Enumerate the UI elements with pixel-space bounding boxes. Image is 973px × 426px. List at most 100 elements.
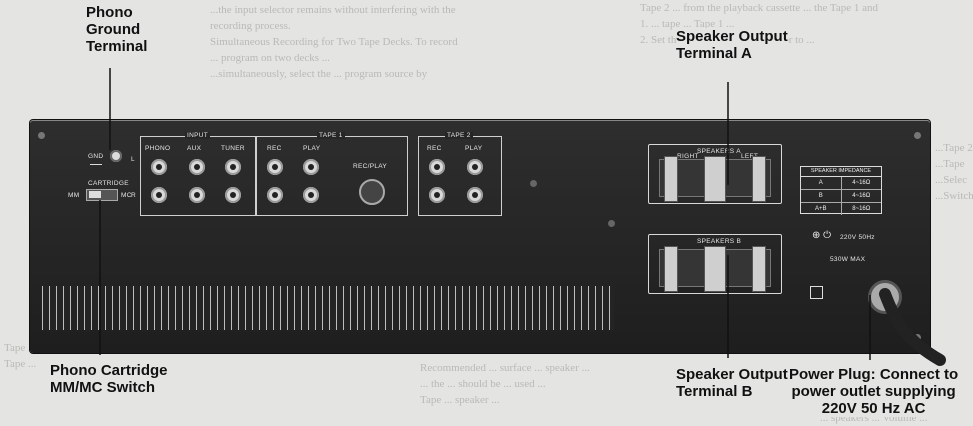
- callout-line: MM/MC Switch: [50, 379, 155, 396]
- ventilation-slots: [42, 286, 614, 330]
- tape2-rec-jack-r[interactable]: [429, 187, 445, 203]
- screw-icon: [608, 220, 615, 227]
- bg-line: ... the ... should be ... used ...: [420, 378, 546, 390]
- bg-line: ...Selec: [935, 174, 968, 186]
- aux-jack-l[interactable]: [189, 159, 205, 175]
- bg-line: Tape ... speaker ...: [420, 394, 500, 406]
- tape1-label: TAPE 1: [317, 132, 345, 139]
- power-cord: [879, 288, 946, 366]
- callout-line: Terminal: [86, 38, 148, 55]
- tape2-rec-jack-l[interactable]: [429, 159, 445, 175]
- cartridge-mm-mc-switch[interactable]: [86, 189, 118, 201]
- callout-line: Power Plug: Connect to: [789, 366, 959, 383]
- callout-line: Speaker Output: [676, 28, 788, 45]
- tape1-rec-jack-l[interactable]: [267, 159, 283, 175]
- speaker-clip[interactable]: [704, 156, 726, 202]
- bg-line: ...simultaneously, select the ... progra…: [210, 68, 428, 80]
- tape1-play-label: PLAY: [303, 145, 321, 152]
- bg-line: ...Switch: [935, 190, 973, 202]
- tape1-rec-jack-r[interactable]: [267, 187, 283, 203]
- tape1-play-jack-l[interactable]: [303, 159, 319, 175]
- bg-line: ...Tape: [935, 158, 965, 170]
- speakers-a-label: SPEAKERS A: [697, 148, 741, 155]
- tape2-jack-group: TAPE 2 REC PLAY: [418, 132, 502, 216]
- bg-line: ...Tape 2: [935, 142, 973, 154]
- impedance-cell: 4~16Ω: [852, 180, 871, 186]
- tape2-play-jack-r[interactable]: [467, 187, 483, 203]
- speaker-terminal-a[interactable]: SPEAKERS A RIGHT LEFT: [648, 144, 782, 204]
- phono-label: PHONO: [145, 145, 171, 152]
- speaker-b-well: [659, 246, 771, 292]
- tape2-label: TAPE 2: [445, 132, 473, 139]
- speaker-clip[interactable]: [752, 246, 766, 292]
- bg-line: Tape ...: [4, 342, 37, 354]
- aux-jack-r[interactable]: [189, 187, 205, 203]
- safety-symbol-icon: ⊕ ⏻: [812, 230, 832, 241]
- bg-line: Simultaneous Recording for Two Tape Deck…: [210, 36, 458, 48]
- impedance-header: SPEAKER IMPEDANCE: [801, 167, 881, 177]
- callout-power-plug: Power Plug: Connect to power outlet supp…: [789, 366, 959, 417]
- tuner-label: TUNER: [221, 145, 245, 152]
- speaker-clip[interactable]: [664, 246, 678, 292]
- input-label: INPUT: [185, 132, 210, 139]
- speaker-clip[interactable]: [664, 156, 678, 202]
- speaker-clip[interactable]: [704, 246, 726, 292]
- callout-speaker-a: Speaker Output Terminal A: [676, 28, 788, 62]
- callout-speaker-b: Speaker Output Terminal B: [676, 366, 788, 400]
- screw-icon: [38, 132, 45, 139]
- speaker-terminal-b[interactable]: SPEAKERS B: [648, 234, 782, 294]
- impedance-cell: 4~16Ω: [852, 193, 871, 199]
- aux-label: AUX: [187, 145, 202, 152]
- background-text-right: ...Tape 2 ...Tape ...Selec ...Switch: [935, 140, 973, 204]
- bg-line: ... program on two decks ...: [210, 52, 331, 64]
- channel-r-label: R: [131, 192, 136, 199]
- speaker-a-left-label: LEFT: [741, 153, 759, 160]
- max-power-label: 530W MAX: [830, 256, 866, 263]
- callout-line: 220V 50 Hz AC: [821, 400, 926, 417]
- bg-line: recording process.: [210, 20, 291, 32]
- ground-terminal[interactable]: [110, 150, 122, 162]
- mc-label: MC: [121, 192, 132, 199]
- background-text-bottom-mid: Recommended ... surface ... speaker ... …: [420, 360, 590, 408]
- power-rating-label: 220V 50Hz: [840, 234, 875, 241]
- callout-phono-ground: Phono Ground Terminal: [86, 4, 148, 55]
- switch-knob: [89, 191, 101, 198]
- ground-symbol-icon: [90, 164, 102, 171]
- speakers-b-label: SPEAKERS B: [697, 238, 742, 245]
- tape2-play-label: PLAY: [465, 145, 483, 152]
- impedance-cell: 8~16Ω: [852, 206, 871, 212]
- rec-play-label: REC/PLAY: [353, 163, 388, 170]
- power-outlet: [810, 286, 823, 299]
- callout-line: power outlet supplying: [791, 383, 956, 400]
- impedance-cell: A+B: [801, 203, 842, 215]
- phono-jack-l[interactable]: [151, 159, 167, 175]
- tuner-jack-r[interactable]: [225, 187, 241, 203]
- callout-phono-cartridge: Phono Cartridge MM/MC Switch: [50, 362, 168, 396]
- callout-line: Terminal B: [676, 383, 753, 400]
- speaker-clip[interactable]: [752, 156, 766, 202]
- tape1-rec-label: REC: [267, 145, 282, 152]
- phono-jack-r[interactable]: [151, 187, 167, 203]
- speaker-a-right-label: RIGHT: [677, 153, 699, 160]
- din-socket[interactable]: [359, 179, 385, 205]
- callout-line: Ground: [86, 21, 141, 38]
- input-jack-group: INPUT PHONO AUX TUNER: [140, 132, 256, 216]
- bg-line: ...the input selector remains without in…: [210, 4, 456, 16]
- tuner-jack-l[interactable]: [225, 159, 241, 175]
- impedance-cell: B: [801, 190, 842, 202]
- background-text-bottom-left: Tape ... Tape ...: [4, 340, 36, 372]
- bg-line: 1. ... tape ... Tape 1 ...: [640, 18, 735, 30]
- callout-line: Terminal A: [676, 45, 752, 62]
- tape1-jack-group: TAPE 1 REC PLAY REC/PLAY: [256, 132, 408, 216]
- tape2-play-jack-l[interactable]: [467, 159, 483, 175]
- speaker-a-well: [659, 156, 771, 202]
- screw-icon: [914, 132, 921, 139]
- callout-line: Phono: [86, 4, 133, 21]
- bg-line: Recommended ... surface ... speaker ...: [420, 362, 590, 374]
- tape1-play-jack-r[interactable]: [303, 187, 319, 203]
- callout-line: Speaker Output: [676, 366, 788, 383]
- channel-l-label: L: [131, 156, 135, 163]
